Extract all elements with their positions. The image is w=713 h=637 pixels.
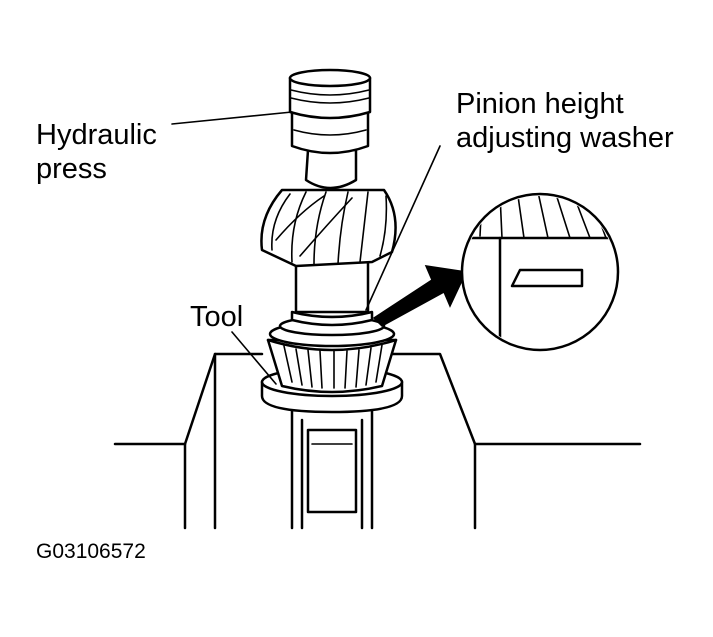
press-leader-line — [171, 111, 293, 125]
washer-label-line1: Pinion height — [456, 88, 624, 120]
hydraulic-press-label-line1: Hydraulic — [36, 119, 157, 151]
support-block — [113, 352, 642, 530]
figure-code: G03106572 — [36, 540, 146, 563]
tool-label: Tool — [190, 301, 244, 333]
hydraulic-press-ram — [288, 68, 372, 190]
pinion-gear — [260, 188, 397, 268]
hydraulic-press-label-line2: press — [36, 153, 107, 185]
roller-bearing — [266, 315, 398, 394]
washer-label: Pinion height adjusting washer — [456, 87, 674, 155]
detail-magnifier — [460, 192, 620, 352]
tool-leader-line — [231, 331, 277, 385]
pinion-shaft — [290, 260, 374, 327]
washer-leader-line — [365, 145, 441, 311]
detail-arrow — [372, 265, 468, 327]
hydraulic-press-label: Hydraulic press — [36, 118, 157, 186]
lower-shaft — [290, 408, 374, 530]
washer-label-line2: adjusting washer — [456, 122, 674, 154]
